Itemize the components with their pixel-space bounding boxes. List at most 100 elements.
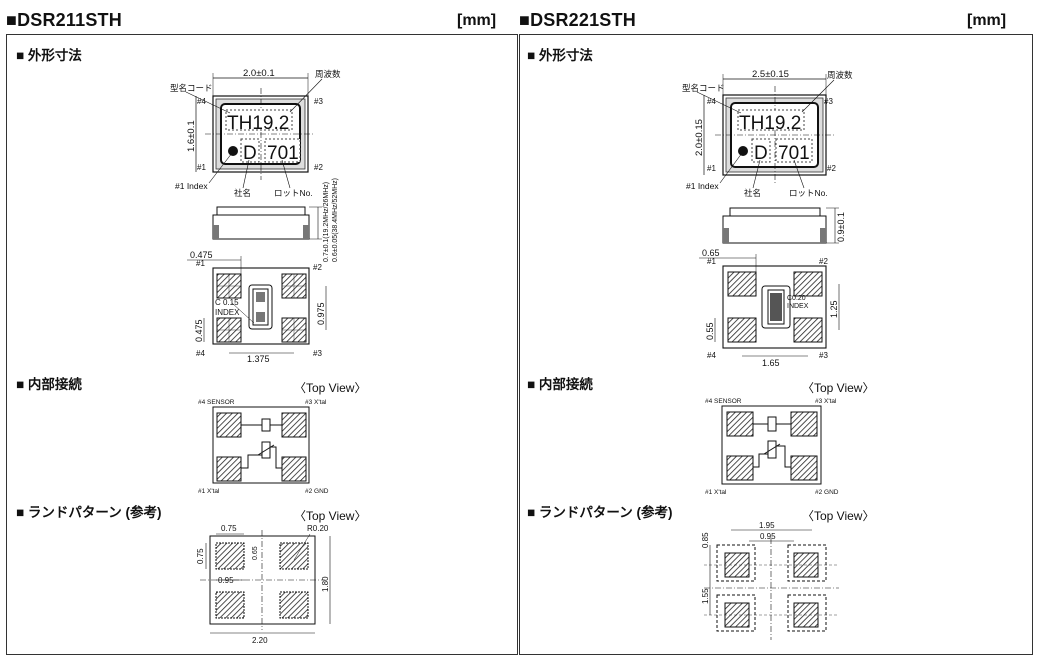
panel-dsr211sth: ■DSR211STH [mm] ■ 外形寸法 ■ 内部接続 ■ ランドパターン …: [0, 0, 519, 661]
type-code-label: 型名コード: [682, 83, 725, 93]
drawing-frame: [519, 34, 1033, 655]
marking-line1: TH19.2: [739, 113, 801, 134]
top-view-label: 〈Top View〉: [294, 509, 367, 523]
pin2-gnd-label: #2 GND: [305, 488, 329, 495]
pin3-label-bottom: #3: [313, 349, 322, 358]
unit-label: [mm]: [967, 12, 1007, 29]
pin1-index-dot: [738, 146, 748, 156]
package-bottom-view: #1 #2 #4 #3 0.475 C 0.15 INDEX 0.475 0.9…: [187, 250, 327, 364]
marking-d: D: [243, 143, 257, 164]
pin2-label-bottom: #2: [819, 257, 828, 266]
land-pattern-diagram: 1.95 0.95 0.85 1.55: [701, 521, 839, 640]
internal-connection-diagram: #4 SENSOR #3 X'tal #1 X'tal #2 GND: [198, 399, 329, 495]
pin1-label-bottom: #1: [707, 257, 716, 266]
panel-dsr221sth: ■DSR221STH [mm] ■ 外形寸法 ■ 内部接続 ■ ランドパターン …: [519, 0, 1039, 661]
dsr211sth-drawing: TH19.2 D 701 2.0±0.1 1.6±0.1 型名コード 周波数 #…: [170, 68, 341, 645]
lot-label: ロットNo.: [789, 188, 828, 198]
width-dim: 2.5±0.15: [752, 69, 789, 80]
chamfer-label: C 0.15: [215, 298, 239, 307]
index-bottom-label: INDEX: [787, 303, 809, 310]
section-land-pattern: ■ ランドパターン (参考): [527, 505, 673, 520]
pin4-label-bottom: #4: [707, 351, 716, 360]
pin3-xtal-label: #3 X'tal: [305, 399, 327, 406]
pitch-h-dim: 1.375: [247, 354, 270, 364]
marking-line2: 701: [267, 143, 299, 164]
frequency-label: 周波数: [827, 70, 853, 80]
company-label: 社名: [234, 188, 251, 198]
width-dim: 2.0±0.1: [243, 68, 275, 79]
pin2-label-bottom: #2: [313, 263, 322, 272]
type-code-label: 型名コード: [170, 83, 213, 93]
pad-height-dim: 0.55: [705, 322, 715, 340]
pad-height-dim: 0.475: [194, 319, 204, 342]
land-total-h-dim: 1.80: [321, 576, 330, 592]
pin3-label: #3: [314, 97, 323, 106]
thickness: 0.9±0.1: [836, 212, 846, 242]
pitch-v-dim: 1.25: [829, 300, 839, 318]
land-gap-h-dim: 0.95: [218, 576, 234, 585]
drawing-frame: [6, 34, 518, 655]
land-pitch-v-dim: 1.55: [701, 588, 710, 604]
height-dim: 2.0±0.15: [694, 119, 705, 156]
land-radius-label: R0.20: [307, 524, 329, 533]
marking-line2: 701: [778, 143, 810, 164]
section-land-pattern: ■ ランドパターン (参考): [16, 505, 162, 520]
top-view-label: 〈Top View〉: [294, 381, 367, 395]
land-height-dim: 0.75: [196, 548, 205, 564]
pin4-label: #4: [707, 97, 716, 106]
frequency-label: 周波数: [315, 69, 341, 79]
pin3-label-bottom: #3: [819, 351, 828, 360]
company-label: 社名: [744, 188, 761, 198]
pin2-label: #2: [827, 164, 836, 173]
product-title: ■DSR221STH: [519, 10, 636, 30]
index-label: #1 Index: [175, 181, 208, 191]
top-view-label: 〈Top View〉: [802, 381, 875, 395]
land-pattern-diagram: 0.75 0.75 0.65 0.95 R0.20 1.80 2.20: [196, 524, 331, 645]
internal-connection-diagram: #4 SENSOR #3 X'tal #1 X'tal #2 GND: [705, 398, 839, 496]
section-outline-dimensions: ■ 外形寸法: [16, 48, 82, 63]
package-bottom-view: C0.20 INDEX #1 #2 #4 #3 0.65 0.55 1.25 1…: [699, 248, 840, 368]
land-height-dim: 0.85: [701, 532, 710, 548]
pin3-label: #3: [824, 97, 833, 106]
pin4-label-bottom: #4: [196, 349, 205, 358]
pin1-label-bottom: #1: [196, 259, 205, 268]
package-top-view: TH19.2 D 701 2.0±0.1 1.6±0.1 型名コード 周波数 #…: [170, 68, 341, 198]
thickness-1: 0.7±0.1(19.2MHz/26MHz): [323, 182, 330, 262]
section-outline-dimensions: ■ 外形寸法: [527, 48, 593, 63]
pin1-xtal-label: #1 X'tal: [705, 489, 727, 496]
pin2-label: #2: [314, 163, 323, 172]
package-side-view: 0.7±0.1(19.2MHz/26MHz) 0.6±0.05(38.4MHz/…: [212, 178, 339, 262]
package-side-view: 0.9±0.1: [722, 207, 846, 244]
lot-label: ロットNo.: [274, 188, 313, 198]
chamfer-label: C0.20: [787, 295, 806, 302]
product-title: ■DSR211STH: [6, 10, 122, 30]
marking-d: D: [754, 143, 768, 164]
land-width-dim: 0.75: [221, 524, 237, 533]
land-gap-v-dim: 0.65: [252, 546, 259, 560]
pin1-xtal-label: #1 X'tal: [198, 488, 220, 495]
pin1-index-dot: [228, 146, 238, 156]
land-total-w-dim: 2.20: [252, 636, 268, 645]
index-label: #1 Index: [686, 181, 719, 191]
pitch-h-dim: 1.65: [762, 358, 780, 368]
package-top-view: TH19.2 D 701 2.5±0.15 2.0±0.15 型名コード 周波数…: [682, 69, 853, 198]
pin4-sensor-label: #4 SENSOR: [705, 398, 742, 405]
height-dim: 1.6±0.1: [186, 120, 197, 152]
top-view-label: 〈Top View〉: [802, 509, 875, 523]
pin4-sensor-label: #4 SENSOR: [198, 399, 235, 406]
pitch-v-dim: 0.975: [316, 302, 326, 325]
pin4-label: #4: [197, 97, 206, 106]
pad-width-dim: 0.65: [702, 248, 720, 258]
section-internal-connection: ■ 内部接続: [16, 377, 82, 392]
thickness-2: 0.6±0.05(38.4MHz/52MHz): [332, 178, 339, 262]
land-gap-h-dim: 0.95: [760, 532, 776, 541]
dsr221sth-drawing: TH19.2 D 701 2.5±0.15 2.0±0.15 型名コード 周波数…: [682, 69, 853, 640]
pin1-label: #1: [707, 164, 716, 173]
pin3-xtal-label: #3 X'tal: [815, 398, 837, 405]
land-total-w-dim: 1.95: [759, 521, 775, 530]
pad-width-dim: 0.475: [190, 250, 213, 260]
index-bottom-label: INDEX: [215, 308, 240, 317]
unit-label: [mm]: [457, 12, 497, 29]
section-internal-connection: ■ 内部接続: [527, 377, 593, 392]
marking-line1: TH19.2: [227, 113, 289, 134]
